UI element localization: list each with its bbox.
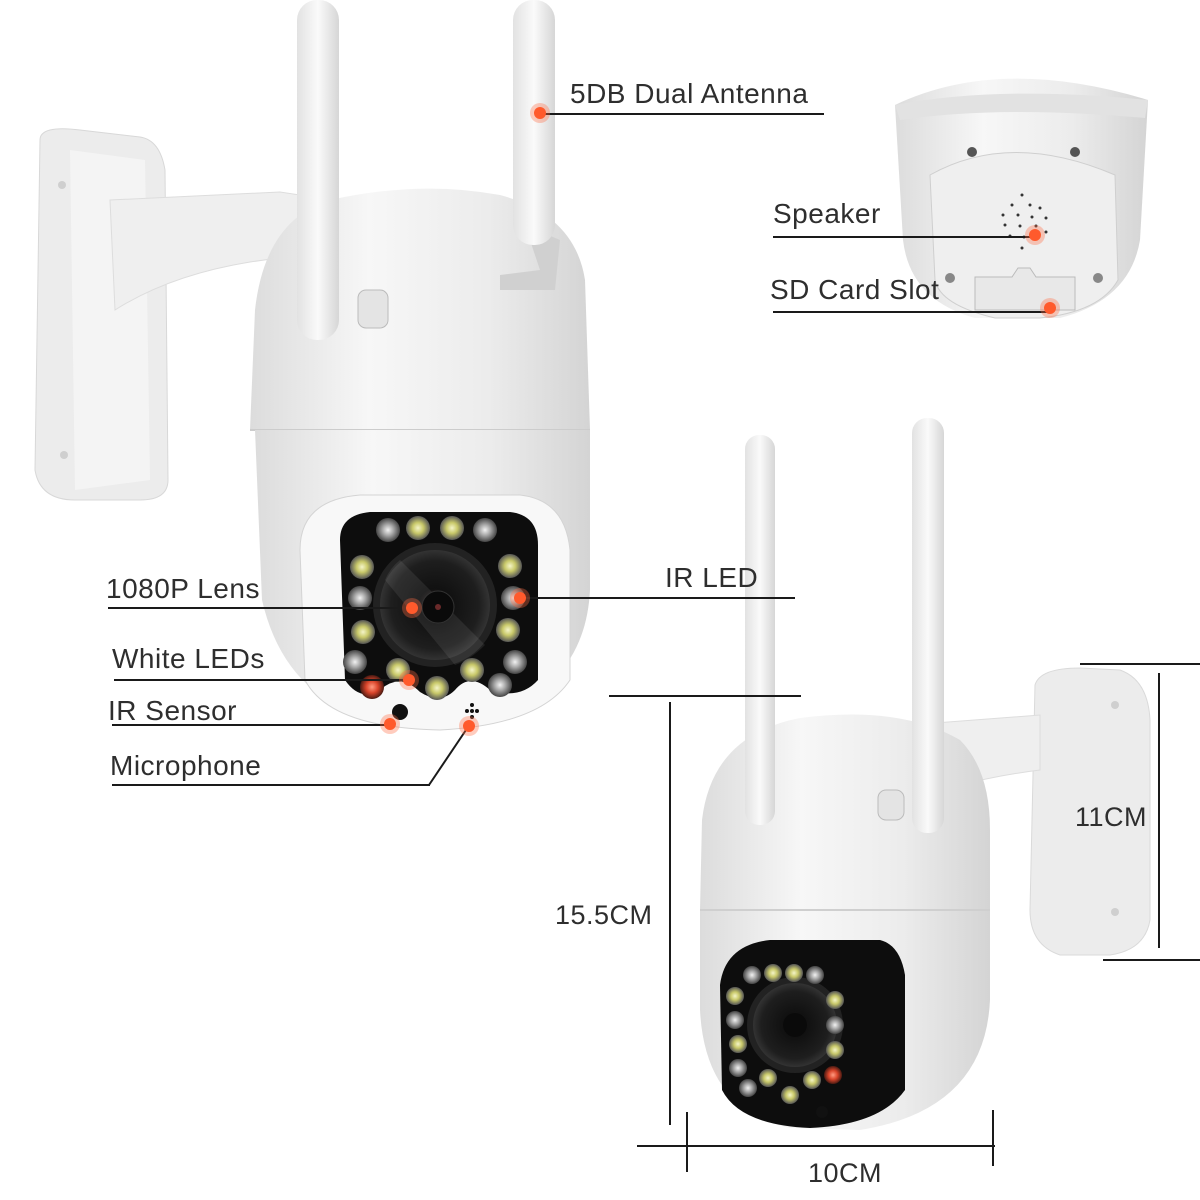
leader-line: [112, 784, 430, 786]
marker-dot-icon: [406, 602, 418, 614]
dimension-tick-left: [686, 1112, 688, 1172]
leader-line: [112, 724, 390, 726]
marker-dot-icon: [1029, 229, 1041, 241]
leader-line: [520, 597, 795, 599]
leader-line: [773, 236, 1035, 238]
label-white-leds: White LEDs: [112, 643, 265, 674]
label-sd-slot: SD Card Slot: [770, 274, 940, 305]
dimension-camera: [700, 418, 1151, 1130]
marker-dot-icon: [384, 718, 396, 730]
marker-dot-icon: [534, 107, 546, 119]
label-bracket-height: 11CM: [1075, 802, 1148, 832]
label-ir-sensor: IR Sensor: [108, 695, 237, 726]
label-lens: 1080P Lens: [106, 573, 260, 604]
label-speaker: Speaker: [773, 198, 881, 229]
dimension-line-vertical: [1158, 673, 1160, 948]
label-height: 15.5CM: [555, 900, 653, 930]
main-camera: [34, 0, 590, 731]
back-view-camera: [895, 78, 1148, 319]
dimension-tick-bottom: [1103, 959, 1200, 961]
label-width: 10CM: [808, 1158, 883, 1188]
marker-dot-icon: [403, 674, 415, 686]
label-ir-led: IR LED: [665, 562, 759, 593]
leader-line: [108, 607, 412, 609]
label-microphone: Microphone: [110, 750, 262, 781]
dimension-led-ring: [726, 964, 844, 1104]
marker-dot-icon: [514, 592, 526, 604]
dimension-line-vertical: [669, 702, 671, 1125]
label-antenna: 5DB Dual Antenna: [570, 78, 809, 109]
dimension-line-horizontal: [637, 1145, 995, 1147]
leader-line: [773, 311, 1051, 313]
leader-line: [540, 113, 824, 115]
marker-dot-icon: [463, 720, 475, 732]
led-ring: [343, 516, 527, 700]
leader-line: [114, 679, 409, 681]
dimension-tick-top: [609, 695, 801, 697]
dimension-tick-top: [1080, 663, 1200, 665]
marker-dot-icon: [1044, 302, 1056, 314]
dimension-tick-right: [992, 1110, 994, 1166]
